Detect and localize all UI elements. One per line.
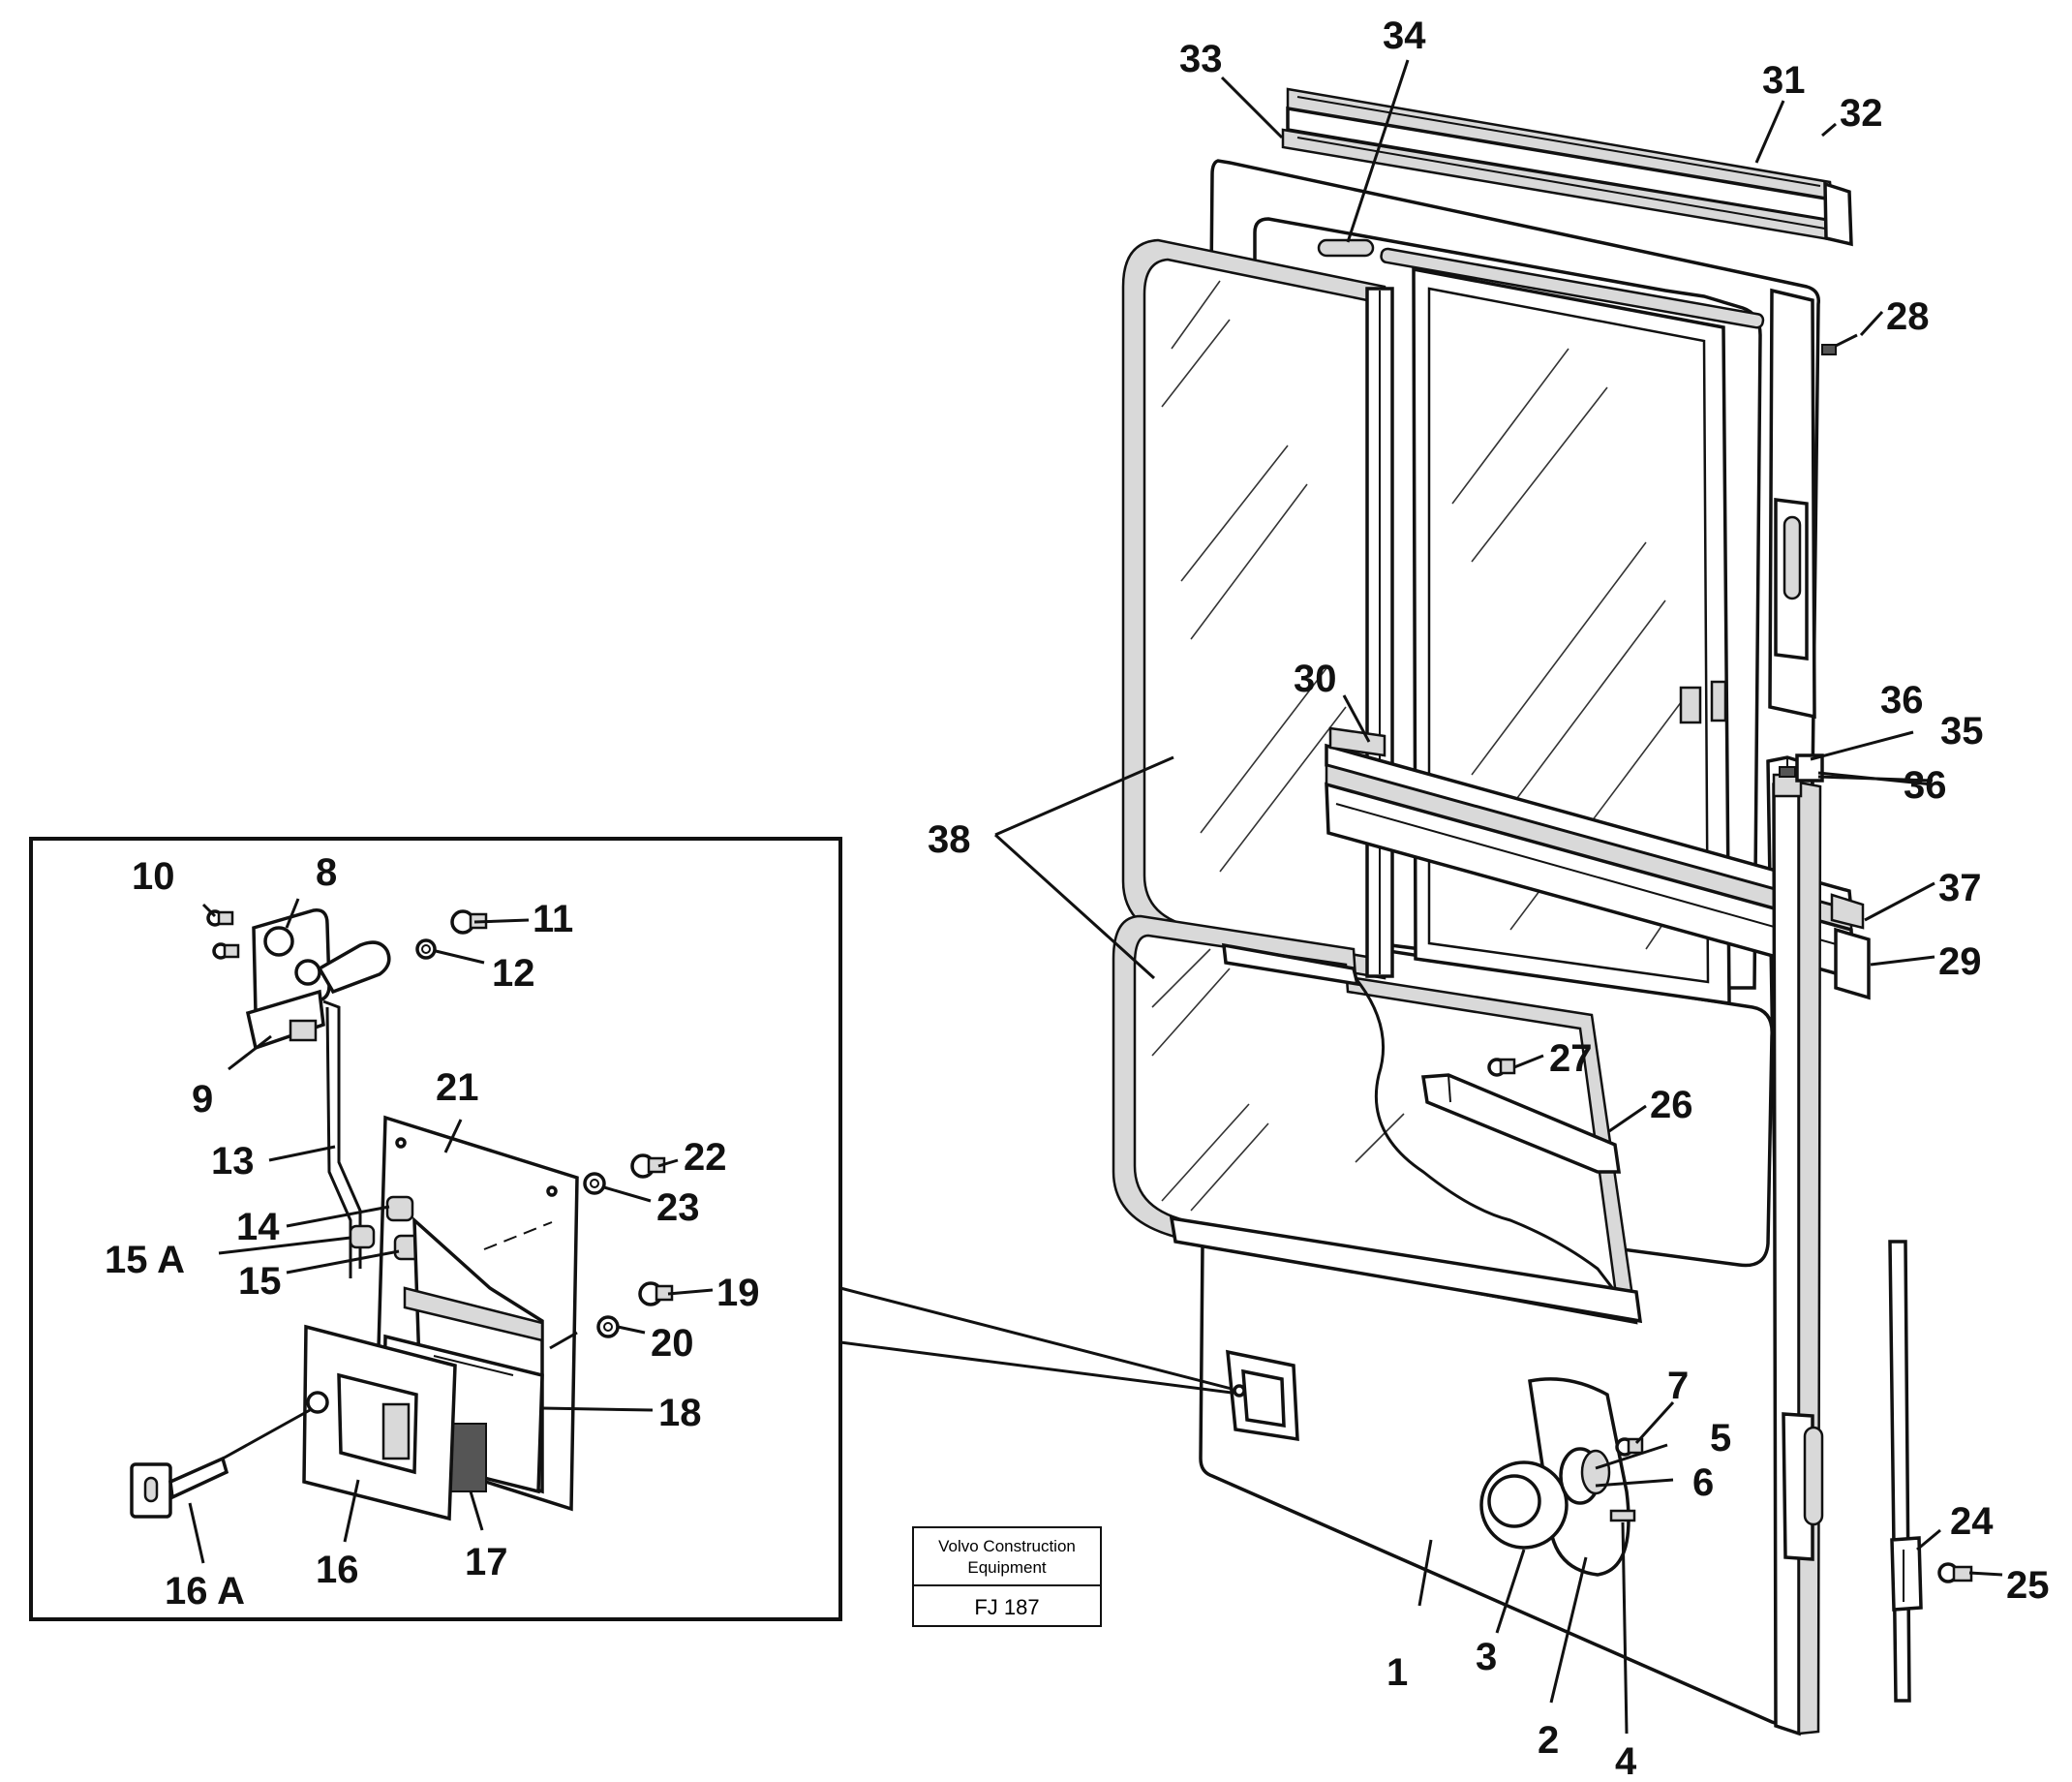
callout-17: 17 — [465, 1541, 508, 1583]
callout-2: 2 — [1538, 1719, 1559, 1762]
callout-4: 4 — [1615, 1740, 1637, 1782]
callout-26: 26 — [1650, 1084, 1693, 1126]
callout-14: 14 — [236, 1206, 280, 1248]
lower-rail-part-37-29 — [1325, 743, 1871, 1000]
door-assembly — [1112, 87, 1973, 1736]
leader-lines — [188, 59, 2003, 1735]
callout-16: 16 — [316, 1549, 359, 1591]
callout-20: 20 — [651, 1322, 694, 1365]
key-part-16a — [130, 1456, 229, 1519]
callout-7: 7 — [1667, 1365, 1689, 1407]
callout-10: 10 — [132, 855, 175, 898]
callout-28: 28 — [1886, 295, 1930, 338]
inset-frame — [29, 837, 842, 1621]
door-handle-recess — [1226, 1349, 1299, 1442]
top-rail-part-31 — [1281, 87, 1853, 247]
callout-21: 21 — [436, 1066, 479, 1109]
post-part-35-36 — [1772, 753, 1824, 1736]
inset-connector-lower — [839, 1340, 1233, 1395]
callout-31: 31 — [1762, 59, 1806, 102]
inset-lock-assembly — [130, 908, 674, 1521]
upper-window-seal-part-38 — [1121, 238, 1394, 980]
callout-36-lower: 36 — [1904, 764, 1947, 807]
callout-3: 3 — [1476, 1636, 1497, 1678]
bracket-part-26-27 — [1420, 1058, 1622, 1174]
callout-35: 35 — [1940, 710, 1984, 753]
callout-8: 8 — [316, 851, 337, 894]
caption-box: Volvo Construction Equipment FJ 187 — [912, 1526, 1102, 1627]
callout-25: 25 — [2006, 1564, 2050, 1607]
caption-company: Volvo Construction Equipment — [914, 1532, 1100, 1586]
lower-window-seal-part-38 — [1112, 914, 1643, 1325]
inset-connector-upper — [839, 1286, 1233, 1391]
callout-labels: 1 2 3 4 5 6 7 8 9 10 11 12 13 14 15 A 15… — [105, 15, 2050, 1782]
callout-38: 38 — [928, 818, 971, 861]
callout-33: 33 — [1179, 38, 1223, 80]
bracket-part-30 — [1328, 726, 1386, 757]
callout-15: 15 — [238, 1260, 282, 1303]
callout-32: 32 — [1840, 92, 1883, 135]
callout-19: 19 — [716, 1272, 760, 1314]
callout-27: 27 — [1549, 1037, 1593, 1080]
callout-6: 6 — [1692, 1461, 1714, 1504]
latch-mechanism-part-9 — [245, 989, 325, 1051]
callout-9: 9 — [192, 1078, 213, 1121]
guide-part-34 — [1317, 238, 1375, 258]
hinge-part-24-25 — [1890, 1536, 1973, 1612]
callout-16a: 16 A — [165, 1570, 245, 1613]
callout-22: 22 — [684, 1136, 727, 1179]
callout-29: 29 — [1938, 940, 1982, 983]
callout-37: 37 — [1938, 867, 1982, 909]
callout-36-upper: 36 — [1880, 679, 1924, 722]
callout-30: 30 — [1294, 658, 1337, 700]
callout-11: 11 — [533, 898, 573, 940]
callout-18: 18 — [658, 1392, 702, 1434]
lock-knob-part-2-7 — [1479, 1377, 1644, 1577]
callout-24: 24 — [1950, 1500, 1994, 1543]
callout-34: 34 — [1383, 15, 1426, 57]
callout-13: 13 — [211, 1140, 255, 1183]
callout-1: 1 — [1386, 1651, 1408, 1694]
callout-12: 12 — [492, 952, 535, 995]
callout-15a: 15 A — [105, 1239, 185, 1281]
callout-23: 23 — [656, 1186, 700, 1229]
strip-part-28 — [1768, 288, 1858, 720]
callout-5: 5 — [1710, 1417, 1731, 1459]
caption-code: FJ 187 — [974, 1595, 1040, 1619]
